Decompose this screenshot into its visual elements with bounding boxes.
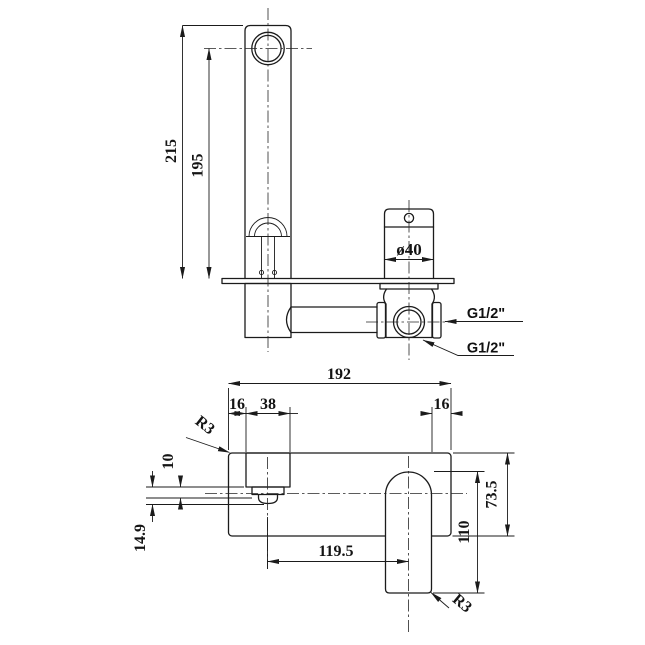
callout-r3-handle: R3: [430, 591, 475, 617]
dim-diameter-40: ø40: [384, 240, 434, 263]
dim-110: 110: [433, 471, 485, 594]
r3-handle-leader: [430, 592, 450, 609]
concealed-body: [244, 282, 378, 339]
callout-g12-outlet: G1/2": [422, 339, 514, 357]
spout-screw-right: [271, 269, 278, 276]
dim-14-9-label: 14.9: [132, 524, 149, 552]
callout-r3-plate: R3: [185, 413, 230, 453]
g12-lower-leader: [422, 339, 514, 356]
dim-16-right: 16: [420, 396, 463, 452]
r3-plate-leader: [185, 437, 230, 453]
dim-215-label: 215: [163, 139, 180, 163]
dim-195-label: 195: [190, 154, 207, 178]
dim-10-label: 10: [160, 454, 177, 470]
dim-16-38-left: 16 38: [228, 396, 298, 452]
g12-lower-label: G1/2": [467, 341, 505, 357]
dim-192-extensions: [228, 388, 452, 450]
wall-plate-front: [227, 452, 452, 537]
dia-40-label: ø40: [396, 240, 422, 259]
dim-119-5-label: 119.5: [318, 543, 353, 560]
r3-plate-label: R3: [192, 413, 218, 438]
dim-192-label: 192: [327, 366, 351, 383]
wall-plate-edge: [221, 277, 455, 285]
dim-height-195: 195: [190, 48, 212, 279]
dim-119-5: 119.5: [267, 517, 409, 569]
dim-73-5-label: 73.5: [484, 481, 501, 509]
valve-port-flange-right: [431, 301, 442, 339]
aerator-tip: [257, 493, 279, 505]
dim-16-right-label: 16: [434, 396, 450, 413]
upper-view: 215 195 ø40 G1/2" G1/2": [163, 8, 523, 360]
aerator-lip: [251, 486, 285, 496]
callout-g12-inlet: G1/2": [444, 306, 523, 325]
r3-handle-label: R3: [449, 591, 475, 617]
upper-centerlines: [204, 8, 453, 360]
spout-block-front: [245, 452, 291, 488]
dim-width-192: 192: [228, 366, 452, 450]
valve-port-flange-left: [376, 301, 387, 339]
dim-73-5: 73.5: [452, 452, 515, 537]
spout-front: [245, 452, 291, 505]
g12-upper-label: G1/2": [467, 306, 505, 322]
valve-assembly: [376, 208, 442, 339]
lower-view: 192 16 38 16 R3 10: [132, 366, 515, 635]
pipe-end-curve: [285, 306, 292, 334]
dim-14-9: 14.9: [132, 471, 264, 552]
dim-16-left-label: 16: [229, 396, 245, 413]
dim-110-label: 110: [456, 520, 473, 543]
dim-10: 10: [146, 454, 252, 510]
dim-height-215: 215: [163, 25, 243, 279]
dim-38-label: 38: [260, 396, 276, 413]
spout-screw-left: [258, 269, 265, 276]
